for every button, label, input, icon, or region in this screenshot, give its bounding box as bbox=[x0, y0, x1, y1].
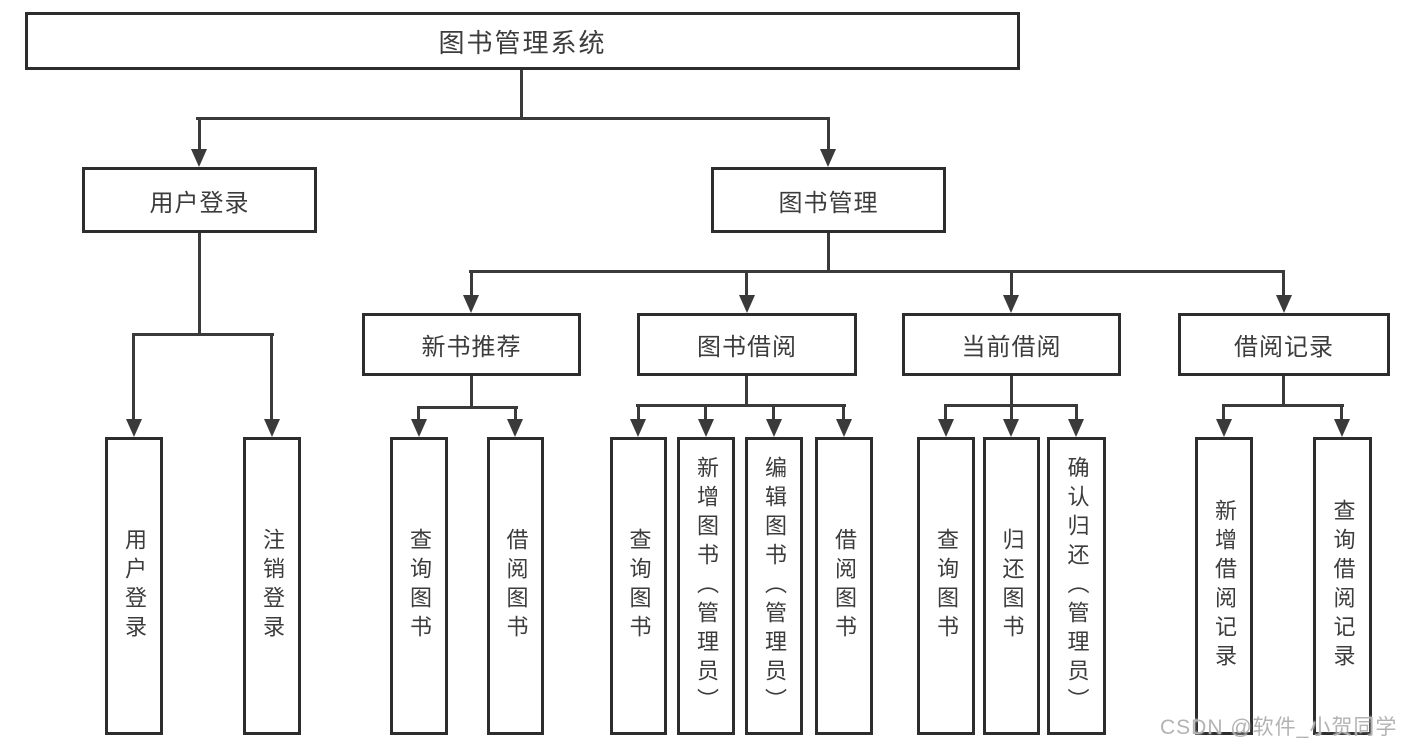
connector-line bbox=[637, 404, 640, 421]
arrowhead-icon bbox=[698, 419, 714, 437]
node-borrowing-records: 借阅记录 bbox=[1178, 313, 1390, 376]
node-leaf-add-borrow-record: 新增借阅记录 bbox=[1195, 437, 1253, 735]
arrowhead-icon bbox=[1216, 419, 1232, 437]
connector-line bbox=[270, 333, 273, 420]
connector-line bbox=[1282, 270, 1285, 296]
node-book-borrowing: 图书借阅 bbox=[637, 313, 857, 376]
connector-line bbox=[704, 404, 707, 421]
connector-line bbox=[1222, 404, 1225, 421]
connector-line bbox=[842, 404, 845, 421]
connector-line bbox=[772, 404, 775, 421]
connector-line bbox=[417, 406, 420, 421]
connector-line bbox=[198, 233, 201, 335]
connector-line bbox=[469, 270, 1285, 273]
connector-line bbox=[198, 117, 201, 151]
arrowhead-icon bbox=[739, 295, 755, 313]
connector-line bbox=[1010, 404, 1013, 421]
connector-line bbox=[470, 270, 473, 296]
arrowhead-icon bbox=[191, 149, 207, 167]
node-leaf-add-books-admin: 新增图书（管理员） bbox=[677, 437, 735, 735]
node-leaf-borrow-books-recommend: 借阅图书 bbox=[487, 437, 544, 735]
connector-line bbox=[745, 376, 748, 406]
node-library-management-system: 图书管理系统 bbox=[25, 12, 1020, 70]
arrowhead-icon bbox=[1003, 295, 1019, 313]
arrowhead-icon bbox=[1003, 419, 1019, 437]
arrowhead-icon bbox=[1276, 295, 1292, 313]
node-leaf-query-books-borrowing: 查询图书 bbox=[610, 437, 667, 735]
connector-line bbox=[470, 376, 473, 408]
node-leaf-edit-books-admin: 编辑图书（管理员） bbox=[745, 437, 803, 735]
node-new-book-recommendation: 新书推荐 bbox=[362, 313, 581, 376]
connector-line bbox=[745, 270, 748, 296]
connector-line bbox=[132, 333, 135, 420]
connector-line bbox=[520, 70, 523, 119]
connector-line bbox=[132, 333, 274, 336]
connector-line bbox=[1222, 404, 1344, 407]
node-leaf-confirm-return-admin: 确认归还（管理员） bbox=[1047, 437, 1106, 735]
connector-line bbox=[1010, 376, 1013, 406]
node-book-management: 图书管理 bbox=[711, 167, 946, 233]
connector-line bbox=[1340, 404, 1343, 421]
arrowhead-icon bbox=[1334, 419, 1350, 437]
node-leaf-query-books-current: 查询图书 bbox=[917, 437, 975, 735]
connector-line bbox=[1282, 376, 1285, 406]
arrowhead-icon bbox=[463, 295, 479, 313]
node-leaf-user-login: 用户登录 bbox=[105, 437, 163, 735]
arrowhead-icon bbox=[1068, 419, 1084, 437]
arrowhead-icon bbox=[836, 419, 852, 437]
arrowhead-icon bbox=[766, 419, 782, 437]
connector-line bbox=[827, 233, 830, 272]
connector-line bbox=[827, 117, 830, 151]
node-leaf-return-books: 归还图书 bbox=[983, 437, 1040, 735]
arrowhead-icon bbox=[507, 419, 523, 437]
node-leaf-logout: 注销登录 bbox=[243, 437, 301, 735]
arrowhead-icon bbox=[264, 419, 280, 437]
connector-line bbox=[1075, 404, 1078, 421]
connector-line bbox=[417, 406, 518, 409]
watermark: CSDN @软件_小贺同学 bbox=[1160, 716, 1398, 739]
connector-line bbox=[636, 404, 846, 407]
connector-line bbox=[196, 117, 830, 120]
arrowhead-icon bbox=[126, 419, 142, 437]
arrowhead-icon bbox=[411, 419, 427, 437]
arrowhead-icon bbox=[820, 149, 836, 167]
arrowhead-icon bbox=[630, 419, 646, 437]
node-leaf-query-borrow-record: 查询借阅记录 bbox=[1313, 437, 1372, 735]
node-current-borrowing: 当前借阅 bbox=[902, 313, 1121, 376]
node-user-login: 用户登录 bbox=[82, 167, 317, 233]
node-leaf-query-books-recommend: 查询图书 bbox=[390, 437, 448, 735]
connector-line bbox=[1010, 270, 1013, 296]
connector-line bbox=[944, 404, 947, 421]
connector-line bbox=[514, 406, 517, 421]
node-leaf-borrow-books: 借阅图书 bbox=[815, 437, 873, 735]
arrowhead-icon bbox=[938, 419, 954, 437]
